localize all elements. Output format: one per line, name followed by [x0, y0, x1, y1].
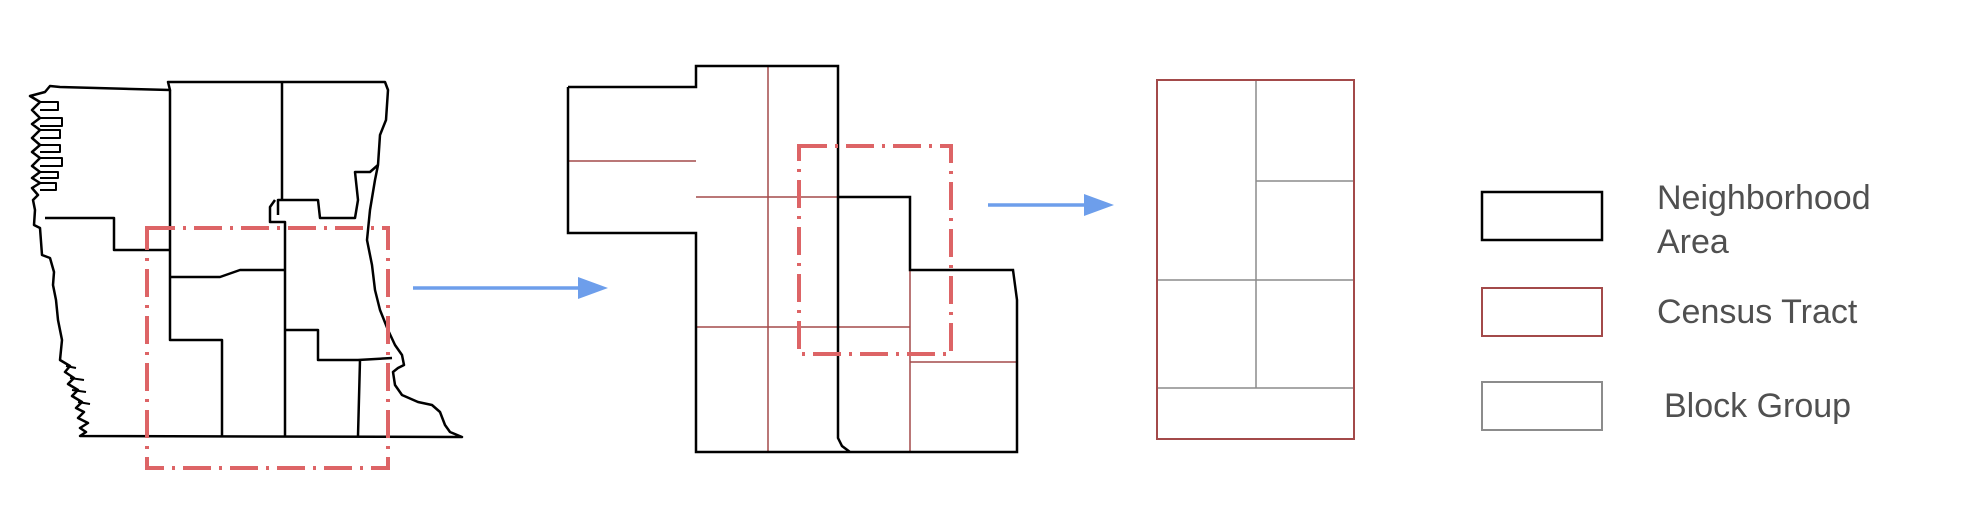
block-group-panel-outline — [1156, 79, 1355, 440]
neighborhood-map-outline — [28, 80, 464, 439]
legend-swatch-neighborhood — [1480, 190, 1604, 242]
census-tract-panel — [566, 64, 1019, 454]
legend-swatch-tract — [1481, 287, 1603, 337]
arrow-1-head — [578, 277, 608, 299]
arrow-2 — [988, 194, 1114, 216]
census-tract-panel-outline — [566, 64, 1019, 454]
neighborhood-boundaries — [45, 82, 393, 437]
legend-label-block-group: Block Group — [1664, 387, 1852, 425]
legend — [1480, 190, 1604, 431]
block-group-panel — [1156, 79, 1355, 440]
legend-swatch-block-group — [1481, 381, 1603, 431]
selection-box-2 — [797, 144, 953, 356]
census-tract-lines — [568, 66, 1017, 452]
arrow-2-head — [1084, 194, 1114, 216]
legend-label-census-tract: Census Tract — [1657, 293, 1858, 331]
coastline-piers — [40, 101, 91, 405]
arrow-1 — [413, 277, 608, 299]
selection-box-1 — [145, 226, 390, 470]
legend-label-neighborhood-area: Neighborhood Area — [1657, 179, 1871, 261]
neighborhood-map-panel — [28, 80, 464, 439]
block-group-lines — [1157, 80, 1354, 389]
